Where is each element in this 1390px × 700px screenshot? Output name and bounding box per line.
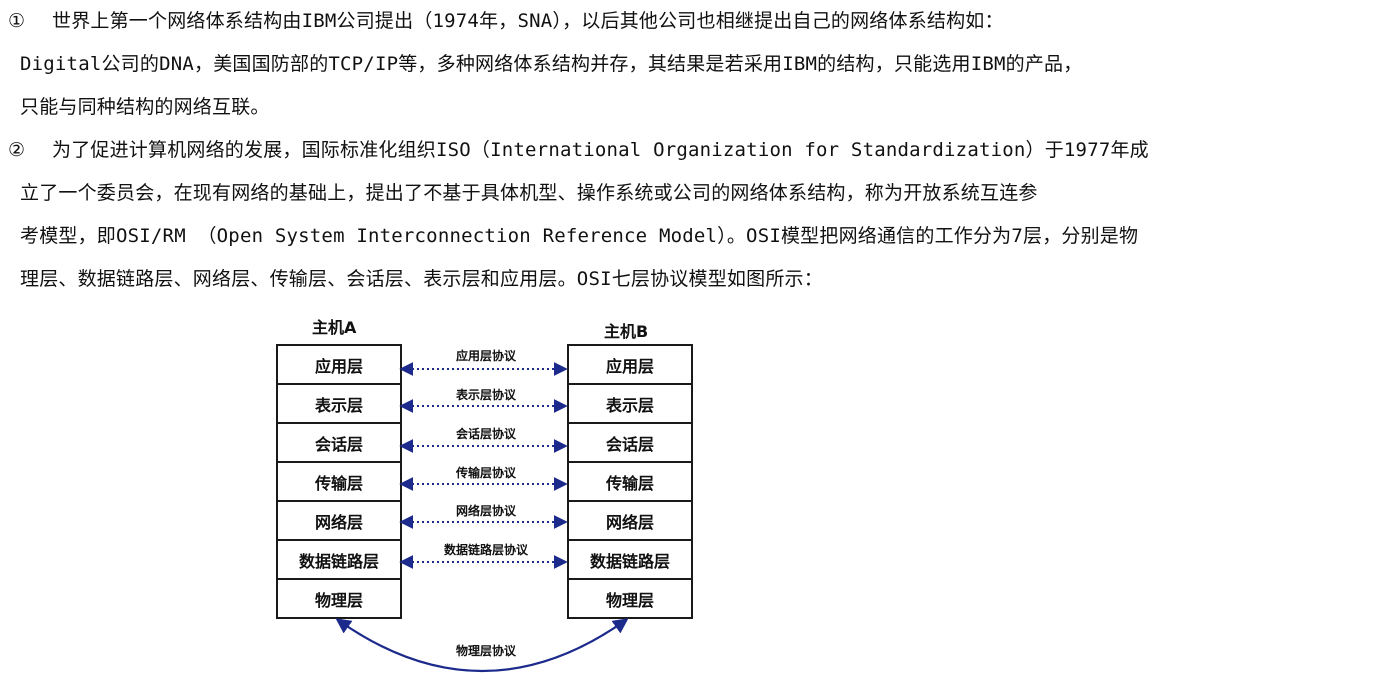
host-a-layer-transport: 传输层 [278, 463, 400, 502]
protocol-label-datalink: 数据链路层协议 [443, 543, 529, 557]
host-a-stack: 应用层 表示层 会话层 传输层 网络层 数据链路层 物理层 [276, 344, 402, 619]
protocol-label-transport: 传输层协议 [455, 466, 517, 480]
paragraph-2-line-2: 立了一个委员会，在现有网络的基础上，提出了不基于具体机型、操作系统或公司的网络体… [20, 182, 1038, 204]
host-b-layer-physical: 物理层 [569, 580, 691, 619]
host-a-layer-network: 网络层 [278, 502, 400, 541]
host-a-layer-session: 会话层 [278, 424, 400, 463]
bullet-1: ① [8, 10, 26, 32]
paragraph-1-line-1: 世界上第一个网络体系结构由IBM公司提出（1974年，SNA），以后其他公司也相… [52, 10, 1004, 32]
host-b-layer-presentation: 表示层 [569, 385, 691, 424]
paragraph-1: ① 世界上第一个网络体系结构由IBM公司提出（1974年，SNA），以后其他公司也… [8, 0, 1378, 129]
paragraph-1-line-3: 只能与同种结构的网络互联。 [20, 96, 270, 118]
host-b-layer-transport: 传输层 [569, 463, 691, 502]
paragraph-2-line-3: 考模型，即OSI/RM （Open System Interconnection… [20, 225, 1139, 247]
host-b-layer-network: 网络层 [569, 502, 691, 541]
bullet-2: ② [8, 139, 26, 161]
protocol-label-application: 应用层协议 [455, 349, 517, 363]
paragraph-2-line-1: 为了促进计算机网络的发展，国际标准化组织ISO（International Or… [52, 139, 1149, 161]
paragraph-2-line-4: 理层、数据链路层、网络层、传输层、会话层、表示层和应用层。OSI七层协议模型如图… [20, 268, 823, 290]
protocol-label-session: 会话层协议 [455, 427, 517, 441]
paragraph-2: ② 为了促进计算机网络的发展，国际标准化组织ISO（International O… [8, 129, 1378, 301]
protocol-label-network: 网络层协议 [455, 504, 517, 518]
host-b-layer-application: 应用层 [569, 346, 691, 385]
host-a-layer-datalink: 数据链路层 [278, 541, 400, 580]
arrow-physical [335, 618, 629, 672]
host-b-layer-datalink: 数据链路层 [569, 541, 691, 580]
host-a-title: 主机A [312, 318, 357, 337]
host-a-layer-application: 应用层 [278, 346, 400, 385]
protocol-label-physical: 物理层协议 [455, 644, 517, 658]
paragraph-1-line-2: Digital公司的DNA，美国国防部的TCP/IP等，多种网络体系结构并存，其… [20, 53, 1083, 75]
protocol-label-presentation: 表示层协议 [455, 388, 517, 402]
host-b-title: 主机B [604, 322, 649, 341]
host-b-layer-session: 会话层 [569, 424, 691, 463]
host-a-layer-physical: 物理层 [278, 580, 400, 619]
host-b-stack: 应用层 表示层 会话层 传输层 网络层 数据链路层 物理层 [567, 344, 693, 619]
host-a-layer-presentation: 表示层 [278, 385, 400, 424]
